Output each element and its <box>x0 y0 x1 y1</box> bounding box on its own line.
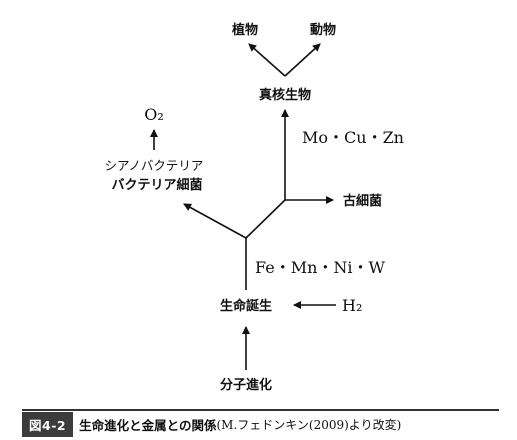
label-eukaryotes: 真核生物 <box>259 87 311 103</box>
label-animals: 動物 <box>310 22 336 38</box>
arrow-to-bacteria <box>183 203 247 239</box>
label-cyanobacteria: シアノバクテリア <box>105 158 204 173</box>
label-metals-lower: Fe・Mn・Ni・W <box>255 258 386 277</box>
figure-title: 生命進化と金属との関係 <box>79 417 217 433</box>
label-molecular-evolution: 分子進化 <box>220 377 272 393</box>
label-o2: O₂ <box>144 105 164 124</box>
figure-number-badge: 図4-2 <box>22 411 74 437</box>
diagram-lines <box>150 43 336 370</box>
arrow-to-plants <box>248 43 286 77</box>
label-h2: H₂ <box>342 296 362 315</box>
label-archaea: 古細菌 <box>343 193 382 209</box>
label-metals-upper: Mo・Cu・Zn <box>302 128 404 147</box>
caption-rule <box>22 409 499 411</box>
label-plants: 植物 <box>231 22 258 38</box>
label-bacteria: バクテリア細菌 <box>111 177 202 193</box>
figure-caption: 図4-2 生命進化と金属との関係 (M.フェドンキン(2009)より改変) <box>22 411 402 437</box>
branch-to-fork <box>245 199 286 239</box>
label-origin-of-life: 生命誕生 <box>220 298 272 314</box>
arrow-to-animals <box>284 43 321 77</box>
figure-source: (M.フェドンキン(2009)より改変) <box>216 417 402 432</box>
